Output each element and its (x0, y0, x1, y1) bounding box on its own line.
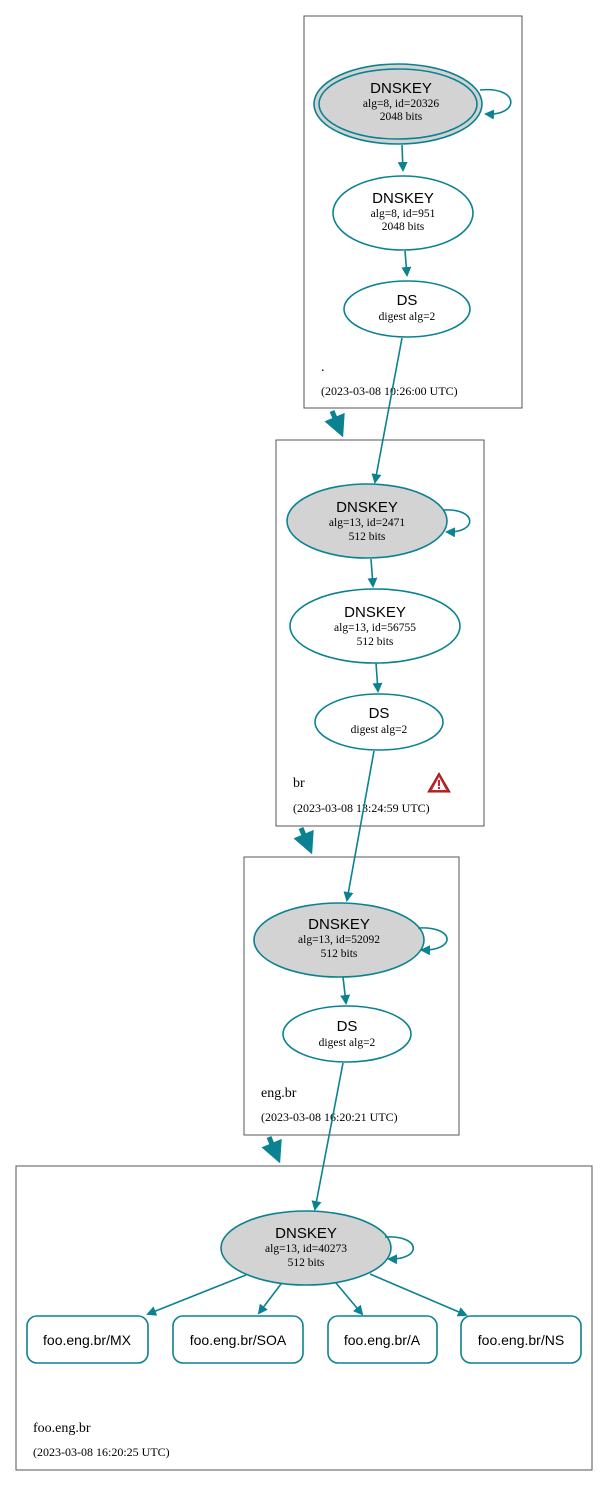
node-bits: 512 bits (357, 636, 394, 648)
root-zsk-node[interactable]: DNSKEY alg=8, id=951 2048 bits (332, 175, 474, 251)
root-ksk-self-loop (479, 88, 512, 120)
node-title: DNSKEY (275, 1225, 337, 1242)
rrset-label: foo.eng.br/NS (478, 1332, 564, 1348)
engbr-ksk-self-loop (417, 927, 448, 956)
zone-root: DNSKEY alg=8, id=20326 2048 bits DNSKEY … (303, 15, 523, 409)
rrset-mx[interactable]: foo.eng.br/MX (26, 1315, 149, 1364)
zone-name: br (293, 776, 305, 791)
edge-br-ksk-zsk (367, 558, 378, 588)
node-bits: 512 bits (321, 948, 358, 960)
node-alg-id: alg=8, id=951 (371, 208, 436, 220)
rrset-soa[interactable]: foo.eng.br/SOA (172, 1315, 304, 1364)
br-zsk-node[interactable]: DNSKEY alg=13, id=56755 512 bits (289, 588, 461, 664)
node-digest: digest alg=2 (319, 1037, 376, 1049)
zone-name: foo.eng.br (33, 1421, 91, 1436)
rrset-label: foo.eng.br/A (344, 1332, 421, 1348)
node-title: DS (337, 1018, 358, 1035)
rrset-label: foo.eng.br/SOA (190, 1332, 287, 1348)
edge-ksk-a (335, 1282, 364, 1316)
edge-engbr-ksk-ds (340, 976, 351, 1005)
zone-foo-eng-br: DNSKEY alg=13, id=40273 512 bits foo.eng… (15, 1165, 593, 1471)
node-title: DNSKEY (372, 190, 434, 207)
node-alg-id: alg=13, id=2471 (329, 517, 405, 529)
edge-root-ds-br-ksk (371, 337, 403, 484)
zone-timestamp: (2023-03-08 16:20:21 UTC) (261, 1110, 398, 1124)
node-bits: 2048 bits (380, 111, 423, 123)
zone-timestamp: (2023-03-08 16:20:25 UTC) (33, 1445, 170, 1459)
node-digest: digest alg=2 (351, 724, 408, 736)
node-bits: 2048 bits (382, 221, 425, 233)
delegation-arrow-root-br (324, 410, 345, 438)
engbr-ds-node[interactable]: DS digest alg=2 (282, 1005, 412, 1063)
rrset-a[interactable]: foo.eng.br/A (327, 1315, 438, 1364)
br-ds-node[interactable]: DS digest alg=2 (314, 693, 444, 751)
root-ds-node[interactable]: DS digest alg=2 (343, 280, 471, 338)
br-ksk-self-loop (442, 509, 471, 538)
br-ksk-node[interactable]: DNSKEY alg=13, id=2471 512 bits (286, 483, 448, 559)
node-alg-id: alg=13, id=52092 (298, 934, 380, 946)
edge-ksk-ns (369, 1273, 468, 1317)
node-alg-id: alg=13, id=56755 (334, 622, 416, 634)
zone-eng-br: DNSKEY alg=13, id=52092 512 bits DS dige… (243, 856, 460, 1136)
zone-name: eng.br (261, 1086, 297, 1101)
edge-br-zsk-ds (372, 662, 383, 693)
rrset-label: foo.eng.br/MX (43, 1332, 132, 1348)
fooengbr-ksk-node[interactable]: DNSKEY alg=13, id=40273 512 bits (220, 1210, 392, 1286)
delegation-arrow-engbr-fooengbr (261, 1136, 282, 1164)
node-bits: 512 bits (288, 1257, 325, 1269)
warning-icon[interactable] (427, 772, 451, 793)
node-digest: digest alg=2 (379, 311, 436, 323)
node-title: DNSKEY (308, 916, 370, 933)
zone-timestamp: (2023-03-08 13:24:59 UTC) (293, 801, 430, 815)
edge-root-ksk-zsk (397, 144, 408, 172)
edge-br-ds-engbr-ksk (343, 750, 375, 902)
rrset-ns[interactable]: foo.eng.br/NS (460, 1315, 582, 1364)
node-title: DNSKEY (344, 604, 406, 621)
node-title: DS (397, 292, 418, 309)
zone-name: . (321, 360, 325, 375)
edge-engbr-ds-fooengbr-ksk (311, 1062, 344, 1211)
node-alg-id: alg=8, id=20326 (363, 98, 439, 110)
edge-root-zsk-ds (401, 250, 412, 277)
zone-br: DNSKEY alg=13, id=2471 512 bits DNSKEY a… (275, 439, 485, 827)
delegation-arrow-br-engbr (293, 827, 314, 855)
node-bits: 512 bits (349, 531, 386, 543)
node-title: DNSKEY (336, 499, 398, 516)
node-alg-id: alg=13, id=40273 (265, 1243, 347, 1255)
zone-timestamp: (2023-03-08 10:26:00 UTC) (321, 384, 458, 398)
node-title: DS (369, 705, 390, 722)
edge-ksk-mx (146, 1274, 247, 1316)
engbr-ksk-node[interactable]: DNSKEY alg=13, id=52092 512 bits (253, 902, 425, 978)
fooengbr-ksk-self-loop (384, 1236, 415, 1265)
root-ksk-node[interactable]: DNSKEY alg=8, id=20326 2048 bits (313, 63, 483, 145)
node-title: DNSKEY (370, 80, 432, 97)
edge-ksk-soa (257, 1283, 282, 1315)
